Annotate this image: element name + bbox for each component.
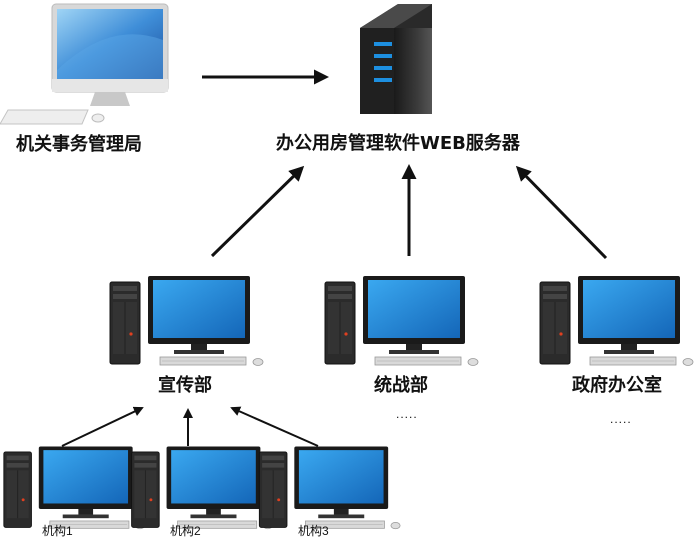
arrow-government-to-server — [515, 165, 608, 260]
pc-org1-icon — [3, 445, 146, 530]
org3-label: 机构3 — [298, 524, 329, 538]
arrow-org3-to-propaganda — [230, 406, 319, 447]
server-icon — [360, 4, 432, 114]
united-front-dept-label: 统战部 — [374, 375, 428, 396]
government-office-ellipsis: ..... — [610, 412, 632, 426]
imac-computer-icon — [0, 3, 169, 125]
pc-org3-icon — [258, 445, 401, 530]
propaganda-dept-label: 宣传部 — [158, 375, 212, 396]
pc-org2-icon — [131, 445, 273, 530]
arrow-propaganda-to-server — [210, 165, 305, 258]
pc-united-front-icon — [324, 275, 479, 366]
org1-label: 机构1 — [42, 524, 73, 538]
web-server-label: 办公用房管理软件WEB服务器 — [276, 133, 520, 154]
government-office-label: 政府办公室 — [572, 375, 662, 396]
org2-label: 机构2 — [170, 524, 201, 538]
admin-bureau-label: 机关事务管理局 — [16, 134, 142, 155]
arrow-org1-to-propaganda — [61, 406, 144, 447]
united-front-ellipsis: ..... — [396, 407, 418, 421]
pc-propaganda-icon — [109, 275, 264, 366]
pc-government-office-icon — [539, 275, 694, 366]
